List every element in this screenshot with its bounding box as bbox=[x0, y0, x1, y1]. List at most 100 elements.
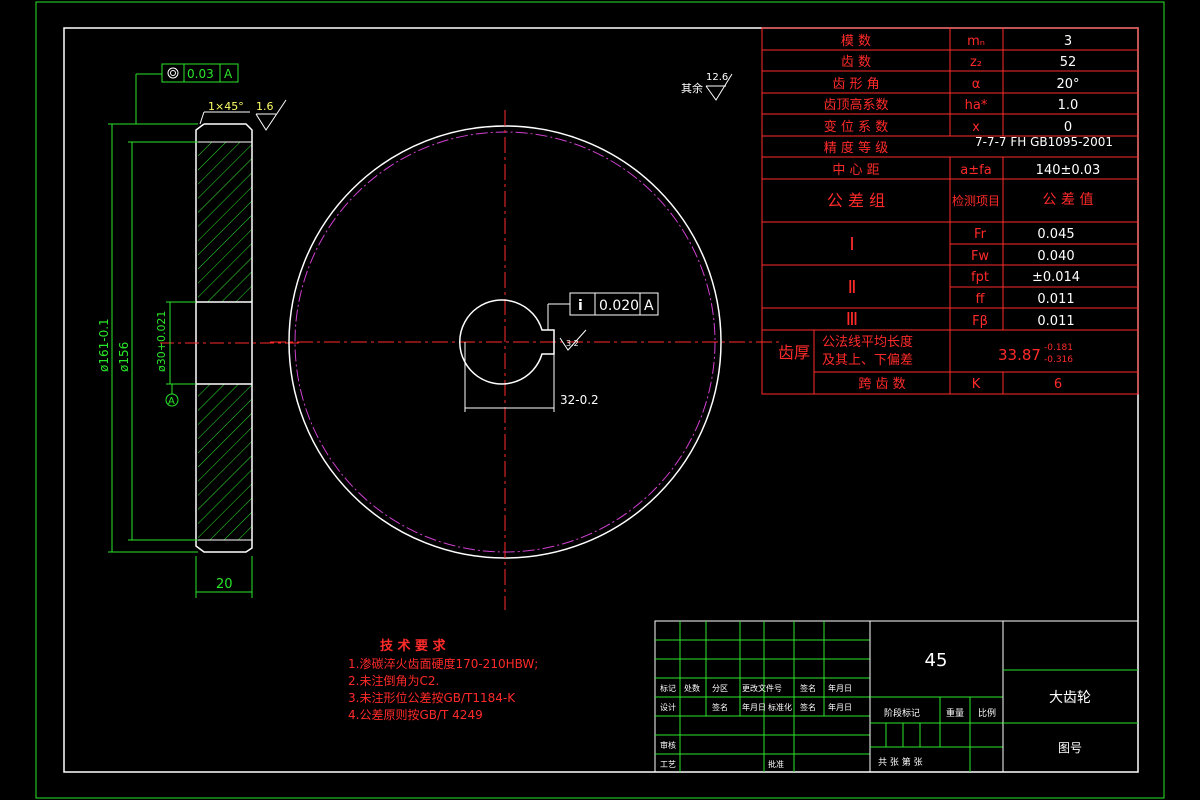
wk-label-2: 及其上、下偏差 bbox=[822, 353, 913, 368]
runout-datum: A bbox=[224, 67, 233, 81]
group-sym: Fw bbox=[971, 249, 989, 264]
bore-keyway bbox=[459, 299, 555, 385]
tb-label: 更改文件号 bbox=[742, 683, 782, 693]
group-val: 0.011 bbox=[1037, 292, 1074, 307]
param-name: 齿 数 bbox=[841, 55, 871, 70]
tb-label: 分区 bbox=[712, 684, 728, 693]
param-val: 7-7-7 FH GB1095-2001 bbox=[975, 135, 1113, 149]
keyway-roughness-icon bbox=[559, 329, 587, 351]
wk-upper: -0.181 bbox=[1044, 343, 1073, 353]
param-name: 齿 形 角 bbox=[832, 77, 879, 92]
param-table bbox=[761, 27, 1139, 395]
tb-label: 签名 bbox=[800, 683, 816, 693]
inspect-header: 检测项目 bbox=[952, 193, 1000, 208]
tech-req-title: 技 术 要 求 bbox=[380, 638, 447, 654]
roughness-face-value: 1.6 bbox=[256, 100, 274, 113]
keyway-roughness-value: 3.2 bbox=[566, 339, 579, 348]
symmetry-icon: i bbox=[578, 298, 583, 314]
span-val: 6 bbox=[1054, 377, 1062, 392]
param-val: 3 bbox=[1064, 34, 1072, 49]
chamfer-label: 1×45° bbox=[208, 100, 244, 113]
param-val: 140±0.03 bbox=[1036, 163, 1101, 178]
roughness-rest-label: 其余 bbox=[681, 81, 703, 95]
dim-width-text: 20 bbox=[216, 577, 233, 592]
roughness-rest-icon bbox=[705, 73, 733, 101]
symmetry-frame bbox=[569, 292, 659, 316]
datum-a-symbol bbox=[165, 393, 179, 407]
datum-a-text: A bbox=[168, 396, 175, 407]
group-val: ±0.014 bbox=[1032, 270, 1080, 285]
tb-part-name: 大齿轮 bbox=[1049, 690, 1091, 706]
symmetry-datum: A bbox=[644, 298, 654, 314]
rim-section-lower bbox=[198, 384, 252, 540]
side-view: ø161-0.1 ø156 ø30+0.021 A 20 0.03 A 1×45… bbox=[97, 63, 300, 598]
symmetry-value: 0.020 bbox=[599, 298, 639, 314]
dim-root-text: ø156 bbox=[117, 342, 131, 372]
tech-req-line: 4.公差原则按GB/T 4249 bbox=[348, 708, 483, 722]
group-sym: ff bbox=[976, 292, 986, 307]
roughness-face-icon bbox=[255, 99, 287, 131]
runout-icon bbox=[167, 67, 179, 79]
tb-scale: 比例 bbox=[978, 707, 996, 719]
tb-label: 标记 bbox=[660, 683, 676, 693]
tb-label: 设计 bbox=[660, 702, 676, 712]
param-sym: α bbox=[972, 77, 981, 92]
tb-label: 签名 bbox=[800, 702, 816, 712]
tech-req-line: 1.渗碳淬火齿面硬度170-210HBW; bbox=[348, 656, 538, 671]
tb-process: 工艺 bbox=[660, 760, 676, 769]
param-sym: a±fa bbox=[960, 163, 991, 178]
group-sym: Fβ bbox=[972, 314, 988, 329]
outer-border bbox=[35, 1, 1165, 799]
param-table-text: 模 数 mₙ 3 齿 数 z₂ 52 齿 形 角 α 20° 齿顶高系数 ha*… bbox=[778, 34, 1113, 392]
group-val: 0.045 bbox=[1037, 227, 1074, 242]
tb-stage: 阶段标记 bbox=[884, 707, 920, 719]
param-val: 52 bbox=[1060, 55, 1077, 70]
runout-frame bbox=[161, 63, 239, 83]
tb-label: 年月日 bbox=[742, 702, 766, 712]
param-name: 中 心 距 bbox=[832, 163, 879, 178]
tb-sheet: 共 张 第 张 bbox=[878, 756, 923, 768]
tb-label: 年月日 bbox=[828, 683, 852, 693]
param-val: 1.0 bbox=[1058, 98, 1079, 113]
span-label: 跨 齿 数 bbox=[858, 377, 905, 392]
param-name: 模 数 bbox=[841, 34, 871, 49]
tb-approve: 批准 bbox=[768, 759, 784, 769]
param-val: 0 bbox=[1064, 120, 1072, 135]
group-name: Ⅰ bbox=[849, 234, 854, 255]
roughness-rest-value: 12.6 bbox=[706, 72, 728, 83]
dim-outer-text: ø161-0.1 bbox=[97, 318, 111, 372]
wk-lower: -0.316 bbox=[1044, 355, 1073, 365]
side-outline bbox=[195, 123, 253, 553]
tb-drawing-no: 图号 bbox=[1058, 741, 1082, 755]
tb-label: 处数 bbox=[684, 683, 700, 693]
param-sym: ha* bbox=[965, 98, 988, 113]
group-name: Ⅲ bbox=[846, 309, 858, 330]
tolerance-header: 公 差 值 bbox=[1043, 192, 1094, 208]
rim-section-upper bbox=[198, 142, 252, 302]
tech-req-line: 2.未注倒角为C2. bbox=[348, 673, 439, 688]
tb-weight: 重量 bbox=[946, 707, 964, 719]
wk-value: 33.87 bbox=[998, 346, 1041, 364]
tb-review: 审核 bbox=[660, 740, 676, 750]
param-sym: mₙ bbox=[967, 34, 985, 49]
tb-label: 标准化 bbox=[768, 702, 792, 712]
group-header: 公 差 组 bbox=[827, 191, 885, 210]
front-view: 32-0.2 i 0.020 A 3.2 其余 12.6 bbox=[270, 72, 780, 610]
group-sym: Fr bbox=[974, 227, 987, 242]
tb-material: 45 bbox=[925, 650, 948, 671]
param-sym: x bbox=[972, 120, 980, 135]
inner-border bbox=[63, 27, 1139, 773]
dim-bore-text: ø30+0.021 bbox=[155, 311, 168, 372]
tech-requirements: 技 术 要 求 1.渗碳淬火齿面硬度170-210HBW; 2.未注倒角为C2.… bbox=[348, 638, 538, 722]
span-sym: K bbox=[972, 377, 981, 392]
group-val: 0.011 bbox=[1037, 314, 1074, 329]
group-val: 0.040 bbox=[1037, 249, 1074, 264]
group-name: Ⅱ bbox=[848, 277, 857, 298]
tech-req-line: 3.未注形位公差按GB/T1184-K bbox=[348, 690, 516, 705]
title-block-text: 标记 处数 分区 更改文件号 签名 年月日 设计 签名 年月日 标准化 签名 年… bbox=[660, 650, 1091, 769]
param-val: 20° bbox=[1056, 77, 1079, 92]
tb-label: 签名 bbox=[712, 702, 728, 712]
group-sym: fpt bbox=[971, 270, 989, 285]
param-sym: z₂ bbox=[970, 55, 982, 70]
